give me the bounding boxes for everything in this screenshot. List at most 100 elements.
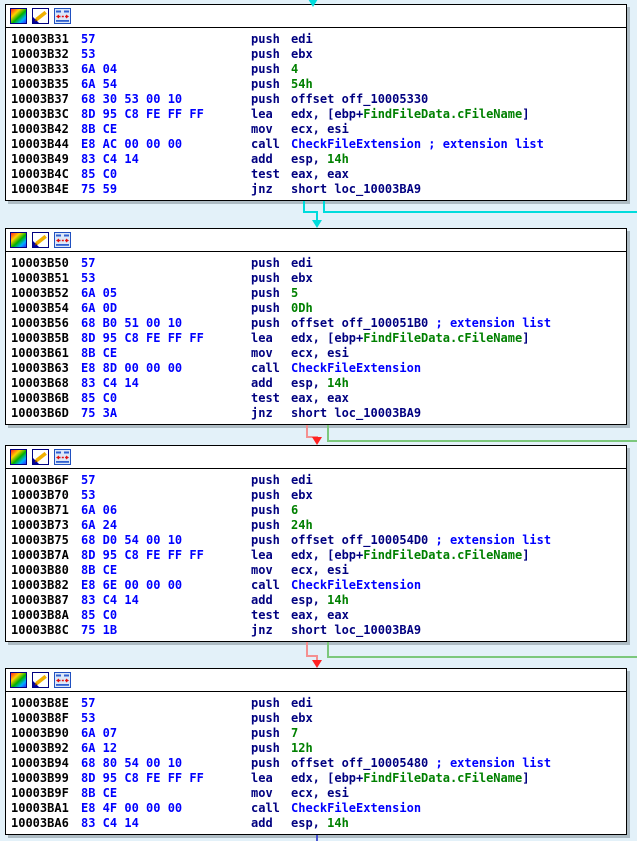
operand: esp, (291, 816, 328, 830)
mnemonic: push (251, 741, 280, 755)
opcode-bytes: 68 D0 54 00 10 (81, 533, 183, 547)
address: 10003B71 (11, 503, 69, 517)
operand: 14h (327, 376, 349, 390)
operand: CheckFileExtension (291, 578, 422, 592)
edit-node-icon[interactable] (32, 449, 49, 465)
mnemonic: lea (251, 771, 273, 785)
node-titlebar[interactable] (6, 5, 626, 28)
mnemonic: call (251, 361, 280, 375)
operand: ebx (291, 711, 313, 725)
address: 10003BA1 (11, 801, 69, 815)
operand: ebx (291, 271, 313, 285)
address: 10003B75 (11, 533, 69, 547)
node-titlebar[interactable] (6, 446, 626, 469)
opcode-bytes: 83 C4 14 (81, 152, 139, 166)
address: 10003B5B (11, 331, 69, 345)
operand: ecx, esi (291, 563, 349, 577)
group-node-icon[interactable] (54, 672, 71, 688)
opcode-bytes: 75 1B (81, 623, 118, 637)
edit-node-icon[interactable] (32, 232, 49, 248)
node-color-icon[interactable] (10, 672, 27, 688)
group-node-icon[interactable] (54, 8, 71, 24)
mnemonic: push (251, 316, 280, 330)
edit-node-icon[interactable] (32, 672, 49, 688)
operand: edi (291, 32, 313, 46)
address: 10003B4E (11, 182, 69, 196)
node-titlebar[interactable] (6, 669, 626, 692)
opcode-bytes: E8 AC 00 00 00 (81, 137, 183, 151)
address: 10003B8C (11, 623, 69, 637)
operand: eax, eax (291, 391, 349, 405)
node-color-icon[interactable] (10, 232, 27, 248)
node-color-icon[interactable] (10, 449, 27, 465)
operand: CheckFileExtension (291, 801, 422, 815)
address: 10003B90 (11, 726, 69, 740)
group-node-icon[interactable] (54, 232, 71, 248)
operand: 14h (327, 593, 349, 607)
node-titlebar[interactable] (6, 229, 626, 252)
node-color-icon[interactable] (10, 8, 27, 24)
opcode-bytes: 53 (81, 488, 96, 502)
operand: ecx, esi (291, 122, 349, 136)
opcode-bytes: 83 C4 14 (81, 376, 139, 390)
operand: 54h (291, 77, 313, 91)
address: 10003BA6 (11, 816, 69, 830)
address: 10003B50 (11, 256, 69, 270)
operand: 14h (327, 816, 349, 830)
edit-node-icon[interactable] (32, 8, 49, 24)
group-node-icon[interactable] (54, 449, 71, 465)
mnemonic: add (251, 152, 273, 166)
opcode-bytes: 6A 24 (81, 518, 118, 532)
address: 10003B68 (11, 376, 69, 390)
opcode-bytes: 8B CE (81, 122, 118, 136)
